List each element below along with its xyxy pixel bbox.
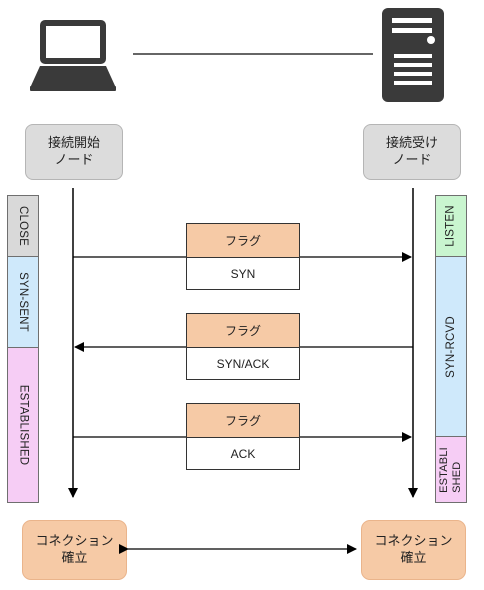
server-icon [382,8,444,102]
syn-flag-name: SYN [230,266,256,281]
syn-ack-flag-value: SYN/ACK [186,348,300,380]
state-established-left: ESTABLISHED [7,347,39,503]
connection-established-right: コネクション 確立 [361,520,466,580]
connection-established-left: コネクション 確立 [22,520,127,580]
state-syn-sent: SYN-SENT [7,256,39,348]
state-established-right: ESTABLI SHED [435,436,467,503]
connection-left-line1: コネクション [35,534,114,549]
syn-flag-value: SYN [186,258,300,290]
syn-ack-flag-header: フラグ [186,313,300,348]
network-link-line [133,53,373,55]
state-close: CLOSE [7,195,39,257]
ack-flag-label: フラグ [224,414,261,428]
connection-right-line2: 確立 [400,551,427,566]
syn-flag-header: フラグ [186,223,300,258]
ack-flag-name: ACK [230,446,256,461]
initiator-node-line2: ノード [54,153,94,168]
acceptor-node-line1: 接続受け [385,136,438,151]
state-syn-rcvd: SYN-RCVD [435,256,467,437]
acceptor-node-label: 接続受け ノード [363,124,461,180]
ack-flag-header: フラグ [186,403,300,438]
initiator-node-label: 接続開始 ノード [25,124,123,180]
connection-left-line2: 確立 [61,551,88,566]
syn-ack-flag-label: フラグ [224,324,261,338]
initiator-node-line1: 接続開始 [47,136,100,151]
acceptor-node-line2: ノード [392,153,432,168]
computer-icon [30,20,116,91]
ack-flag-value: ACK [186,438,300,470]
syn-ack-flag-name: SYN/ACK [216,356,270,371]
connection-right-line1: コネクション [374,534,453,549]
syn-flag-label: フラグ [224,234,261,248]
